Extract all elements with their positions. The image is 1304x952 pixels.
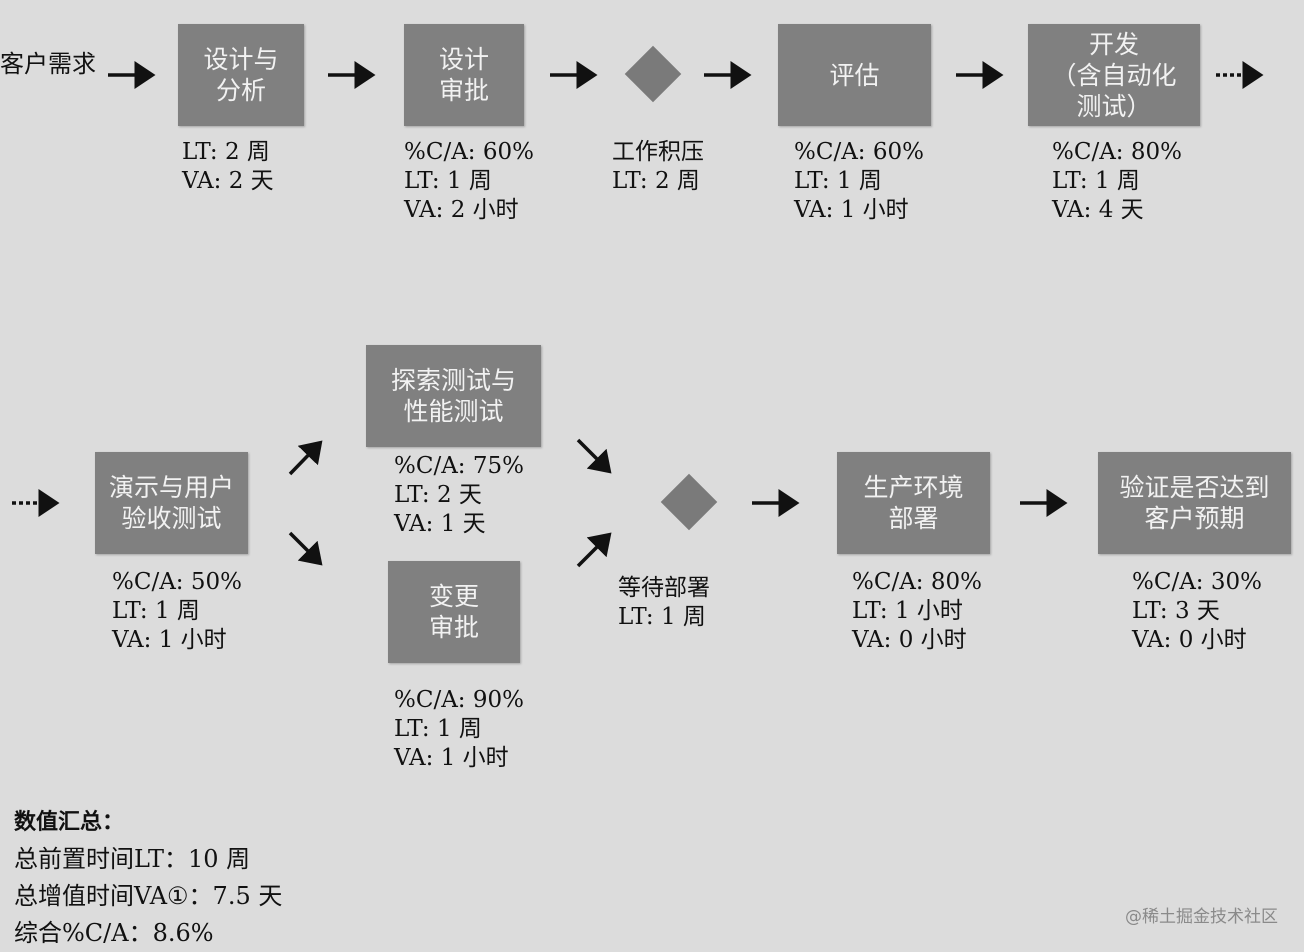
step-explore-perf-test-metrics: %C/A: 75% LT: 2 天 VA: 1 天 <box>394 453 524 537</box>
step-change-approval: 变更 审批 <box>388 561 520 663</box>
step-evaluate: 评估 <box>778 24 931 126</box>
backlog-metrics: 工作积压 LT: 2 周 <box>612 139 704 194</box>
step-design-approval: 设计 审批 <box>404 24 524 126</box>
step-explore-perf-test: 探索测试与 性能测试 <box>366 345 541 447</box>
step-design-analysis-metrics: LT: 2 周 VA: 2 天 <box>182 139 274 194</box>
step-design-analysis: 设计与 分析 <box>178 24 304 126</box>
arrow-11-up <box>576 532 612 568</box>
step-change-approval-metrics: %C/A: 90% LT: 1 周 VA: 1 小时 <box>394 687 524 771</box>
step-evaluate-metrics: %C/A: 60% LT: 1 周 VA: 1 小时 <box>794 139 924 223</box>
wait-deploy-metrics: 等待部署 LT: 1 周 <box>618 575 710 630</box>
step-demo-uat-metrics: %C/A: 50% LT: 1 周 VA: 1 小时 <box>112 569 242 653</box>
arrow-9-down <box>288 531 323 566</box>
summary-heading: 数值汇总： <box>14 810 125 835</box>
arrow-10-down <box>576 438 612 474</box>
step-verify: 验证是否达到 客户预期 <box>1098 452 1291 554</box>
summary-total-va: 总增值时间VA①：7.5 天 <box>14 882 283 910</box>
step-develop: 开发 （含自动化 测试） <box>1028 24 1200 126</box>
arrow-8-up <box>288 440 323 476</box>
step-demo-uat: 演示与用户 验收测试 <box>95 452 248 554</box>
step-prod-deploy-metrics: %C/A: 80% LT: 1 小时 VA: 0 小时 <box>852 569 982 653</box>
summary-panel: 数值汇总： 总前置时间LT：10 周 总增值时间VA①：7.5 天 综合%C/A… <box>14 804 282 952</box>
summary-total-lt: 总前置时间LT：10 周 <box>14 845 251 873</box>
step-prod-deploy: 生产环境 部署 <box>837 452 990 554</box>
start-label: 客户需求 <box>0 50 96 78</box>
step-design-approval-metrics: %C/A: 60% LT: 1 周 VA: 2 小时 <box>404 139 534 223</box>
step-develop-metrics: %C/A: 80% LT: 1 周 VA: 4 天 <box>1052 139 1182 223</box>
step-verify-metrics: %C/A: 30% LT: 3 天 VA: 0 小时 <box>1132 569 1262 653</box>
summary-total-ca: 综合%C/A：8.6% <box>14 919 214 947</box>
watermark: @稀土掘金技术社区 <box>1125 907 1278 927</box>
